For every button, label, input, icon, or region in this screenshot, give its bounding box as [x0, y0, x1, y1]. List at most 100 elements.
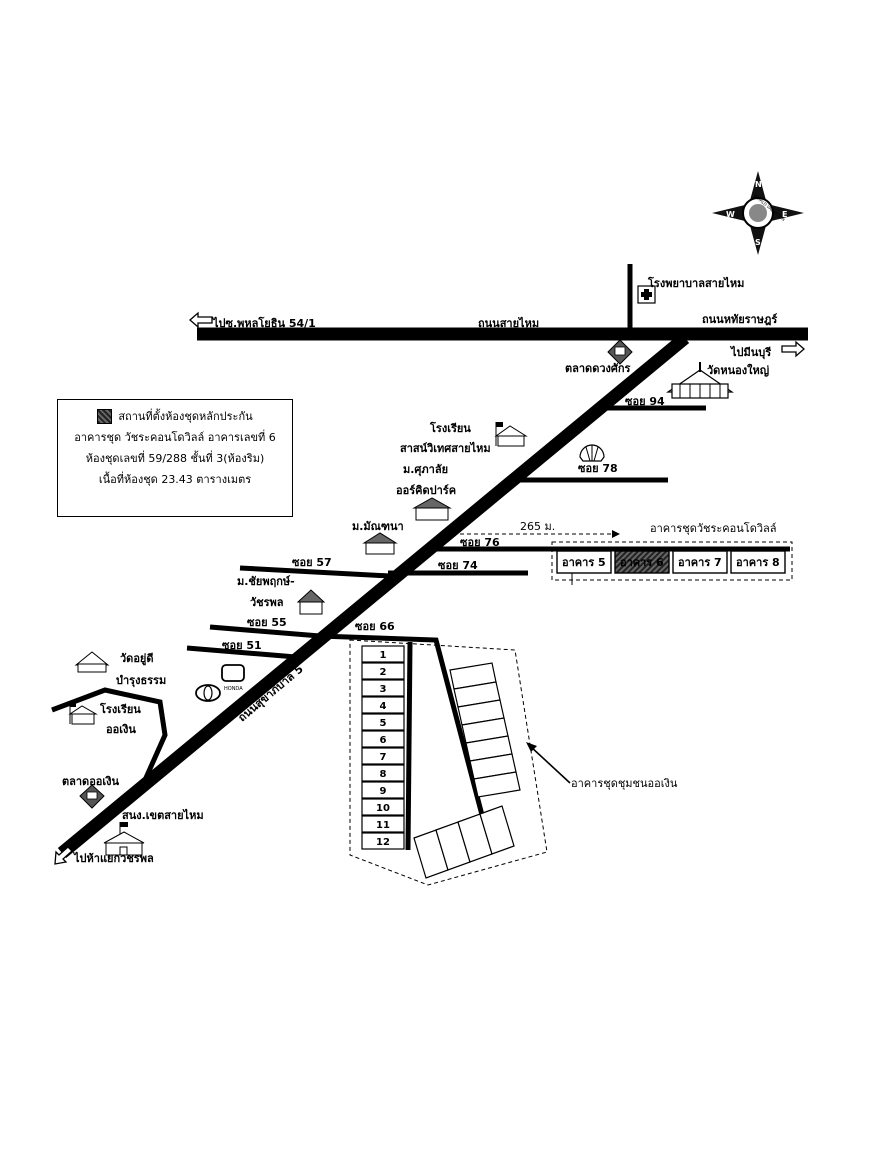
- wat-nongyai-label: วัดหนองใหญ่: [707, 363, 769, 377]
- condo-building-1: [556, 550, 612, 574]
- school-icon-2: [68, 702, 98, 725]
- community-unit-6: [361, 730, 405, 748]
- condo-building-label: อาคาร 8: [736, 556, 780, 569]
- to-phahon-label: ไปซ.พหลโยธิน 54/1: [211, 316, 316, 330]
- to-minburi-label: ไปมีนบุรี: [729, 345, 771, 360]
- road-soi-51: [186, 645, 297, 660]
- compass-s: S: [755, 238, 761, 247]
- community-unit-label: 10: [376, 803, 390, 814]
- community-unit-label: 2: [380, 667, 387, 678]
- chaiyaphruek-line2: วัชรพล: [250, 596, 284, 609]
- community-unit-label: 6: [380, 735, 387, 746]
- compass-north-point: [749, 171, 767, 204]
- government-office-icon: [103, 822, 145, 856]
- honda-logo-icon: HONDA: [221, 664, 245, 692]
- compass-rose: N E S W WORLD VALUATION: [712, 171, 804, 255]
- community-unit-label: 9: [380, 786, 387, 797]
- temple-icon: [666, 362, 734, 399]
- condo-building-label: อาคาร 6: [620, 556, 664, 569]
- school-ongoen-line1: โรงเรียน: [99, 702, 141, 716]
- arrow-down-left-icon: [54, 846, 73, 865]
- condo-building-label: อาคาร 7: [678, 556, 722, 569]
- condo-building-4: [730, 550, 786, 574]
- market-ongoen-label: ตลาดออเงิน: [62, 775, 120, 788]
- hospital-icon: [637, 285, 656, 304]
- market-icon-2: [79, 784, 105, 809]
- community-unit-8: [361, 764, 405, 782]
- community-unit-12: [361, 832, 405, 850]
- legend-box: สถานที่ตั้งห้องชุดหลักประกัน อาคารชุด วั…: [57, 399, 293, 517]
- road-ongoen-loop: [51, 687, 168, 782]
- road-soi-55: [209, 624, 321, 639]
- community-unit-label: 5: [380, 718, 387, 729]
- community-boundary: [349, 639, 548, 886]
- house-icon: [412, 497, 452, 521]
- community-unit-label: 8: [380, 769, 387, 780]
- community-blocks-right: [449, 662, 521, 798]
- legend-swatch: [97, 409, 113, 424]
- community-unit-label: 4: [380, 701, 387, 712]
- legend-line1: สถานที่ตั้งห้องชุดหลักประกัน: [118, 410, 253, 423]
- community-unit-label: 1: [380, 650, 387, 661]
- compass-south-point: [749, 222, 767, 255]
- market-duangsakorn-label: ตลาดดวงศักร: [565, 362, 631, 375]
- legend-line2: อาคารชุด วัชระคอนโดวิลล์ อาคารเลขที่ 6: [74, 431, 276, 444]
- soi-94-label: ซอย 94: [625, 395, 665, 408]
- soi-74-label: ซอย 74: [438, 559, 478, 572]
- legend-title-row: สถานที่ตั้งห้องชุดหลักประกัน: [64, 406, 286, 427]
- condo-buildings: อาคาร 5 อาคาร 6 อาคาร 7 อาคาร 8: [556, 550, 786, 585]
- compass-n: N: [755, 180, 762, 189]
- arrow-right-icon: [781, 340, 805, 358]
- soi-66-label: ซอย 66: [355, 620, 395, 633]
- house-icon-2: [362, 532, 398, 555]
- community-unit-label: 3: [380, 684, 387, 695]
- manthana-label: ม.มัณฑนา: [352, 520, 404, 533]
- soi-57-label: ซอย 57: [292, 556, 332, 569]
- temple-icon-2: [74, 651, 110, 673]
- road-sukhaphiban-5: [57, 332, 690, 859]
- supalai-line1: ม.ศุภาลัย: [403, 463, 448, 477]
- school-icon: [494, 422, 528, 447]
- hospital-label: โรงพยาบาลสายไหม: [647, 276, 744, 290]
- soi-55-label: ซอย 55: [247, 616, 287, 629]
- community-unit-4: [361, 696, 405, 714]
- community-blocks-bottom: [413, 805, 515, 879]
- road-soi-66-branch: [405, 641, 413, 851]
- top-road-label: ถนนสายไหม: [478, 316, 539, 330]
- community-unit-5: [361, 713, 405, 731]
- compass-east-point: [767, 204, 804, 222]
- community-unit-9: [361, 781, 405, 799]
- community-condo-label: อาคารชุดชุมชนออเงิน: [571, 777, 678, 790]
- supalai-line2: ออร์คิดปาร์ค: [396, 484, 456, 497]
- community-unit-label: 7: [380, 752, 387, 763]
- soi-51-label: ซอย 51: [222, 639, 262, 652]
- wat-yudee-line2: บำรุงธรรม: [116, 674, 166, 688]
- compass-e: E: [782, 210, 787, 219]
- toyota-logo-icon: [195, 684, 221, 702]
- compass-west-point: [712, 204, 749, 222]
- condo-title: อาคารชุดวัชระคอนโดวิลล์: [650, 521, 777, 535]
- condo-building-2: [614, 550, 670, 574]
- soi-76-label: ซอย 76: [460, 536, 500, 549]
- honda-label: HONDA: [224, 686, 243, 692]
- community-unit-3: [361, 679, 405, 697]
- condo-boundary: [551, 541, 793, 581]
- wat-yudee-line1: วัดอยู่ดี: [120, 652, 154, 666]
- distance-label: 265 ม.: [520, 520, 555, 533]
- condo-building-label: อาคาร 5: [562, 556, 606, 569]
- school-line1: โรงเรียน: [429, 421, 471, 435]
- house-icon-3: [296, 589, 326, 615]
- legend-line4: เนื้อที่ห้องชุด 23.43 ตารางเมตร: [98, 473, 252, 486]
- condo-building-3: [672, 550, 728, 574]
- community-unit-11: [361, 815, 405, 833]
- community-unit-1: [361, 645, 405, 663]
- compass-w: W: [726, 210, 735, 219]
- pointer-arrow: [529, 745, 571, 784]
- soi-78-label: ซอย 78: [578, 462, 618, 475]
- shell-station-icon: [579, 444, 605, 462]
- legend-line3: ห้องชุดเลขที่ 59/288 ชั้นที่ 3(ห้องริม): [85, 452, 265, 465]
- arrow-left-icon: [189, 311, 213, 329]
- top-road-right-label: ถนนหทัยราษฎร์: [702, 313, 777, 326]
- school-ongoen-line2: ออเงิน: [106, 723, 136, 736]
